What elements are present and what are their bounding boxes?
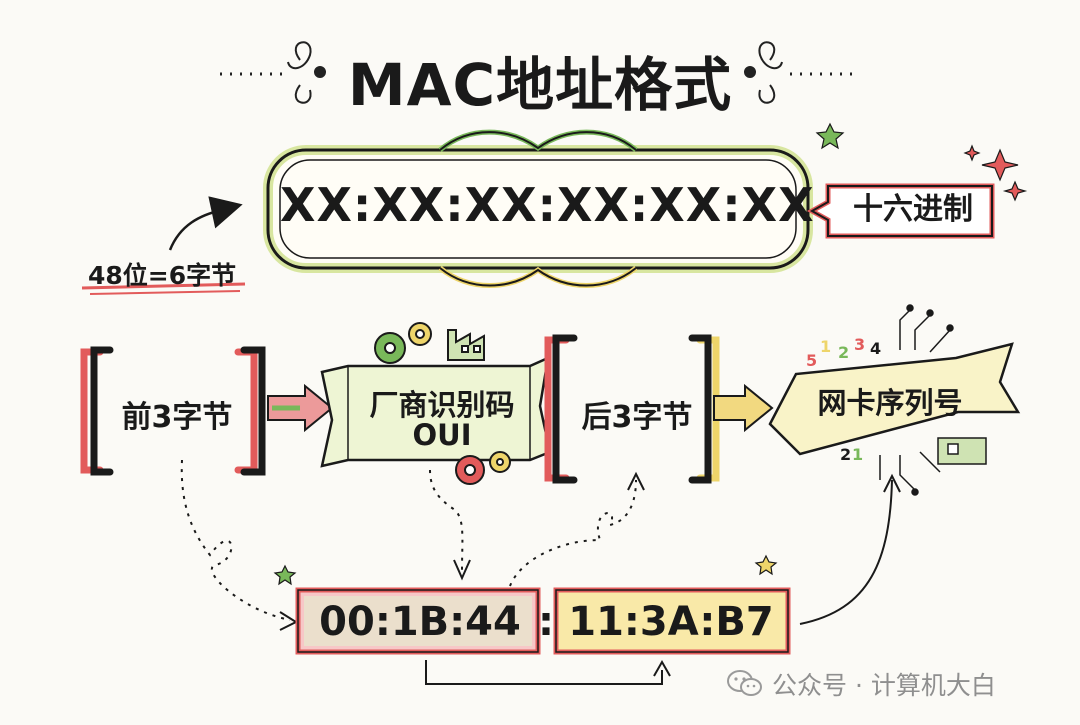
watermark-text: 公众号 · 计算机大白 [772,666,996,702]
factory-icon [448,330,484,360]
page-title: MAC地址格式 [330,38,750,122]
arrow-to-oui [268,386,332,430]
first-bytes-label: 前3字节 [102,392,252,436]
title-flourish-left [220,42,325,102]
example-serial-value: 11:3A:B7 [556,592,786,652]
example-separator: : [536,592,556,652]
arrow-to-serial [714,386,772,430]
title-flourish-right [745,42,860,102]
svg-text:3: 3 [854,335,865,354]
last-bytes-label: 后3字节 [572,392,702,436]
svg-text:5: 5 [806,351,817,370]
watermark: 公众号 · 计算机大白 [726,664,1056,704]
svg-text:2: 2 [840,445,851,464]
svg-text:1: 1 [820,337,831,356]
oui-code-label: OUI [352,418,532,452]
serial-label: 网卡序列号 [800,380,980,422]
svg-text:1: 1 [852,445,863,464]
connector-serial [800,476,900,624]
example-oui-value: 00:1B:44 [300,592,540,652]
mac-format-pattern: XX:XX:XX:XX:XX:XX [280,178,800,232]
bottom-bracket [426,660,670,684]
hex-label: 十六进制 [828,185,998,235]
bits-label: 48位=6字节 [88,256,236,292]
connector-last3 [510,474,644,586]
connector-first3 [182,460,296,630]
svg-text:4: 4 [870,339,881,358]
connector-oui [430,470,470,578]
wechat-icon [726,669,764,699]
svg-text:2: 2 [838,343,849,362]
